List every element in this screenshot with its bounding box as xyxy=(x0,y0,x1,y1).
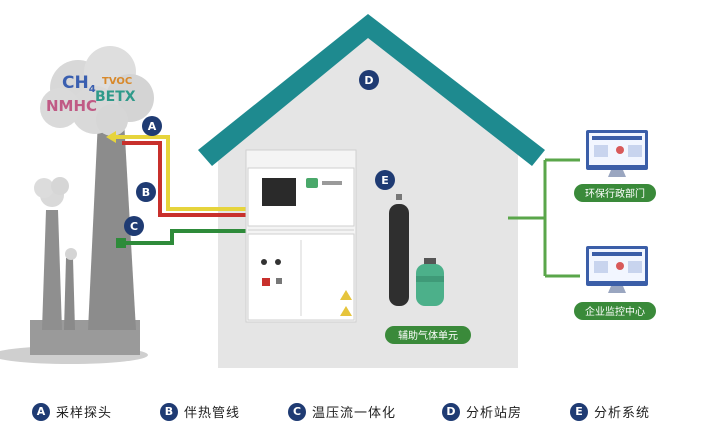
legend-label-e: 分析系统 xyxy=(594,406,651,421)
gas-betx-label: BETX xyxy=(95,89,136,105)
marker-e: E xyxy=(375,170,395,190)
flow-sensor xyxy=(116,238,126,248)
chimney-group xyxy=(0,46,154,364)
gas-ch4-label: CH4 xyxy=(62,73,96,95)
refrigerant-tank xyxy=(416,264,444,306)
smoke-cloud xyxy=(40,46,154,136)
probe-arrow xyxy=(106,131,116,143)
svg-text:E: E xyxy=(381,174,389,187)
svg-text:D: D xyxy=(364,74,373,87)
gas-nmhc-label: NMHC xyxy=(46,97,97,115)
monitor-enterprise-center xyxy=(586,246,648,293)
network-links xyxy=(508,158,580,278)
svg-text:B: B xyxy=(142,186,150,199)
analyzer-screen xyxy=(262,178,296,206)
marker-a: A xyxy=(142,116,162,136)
legend-item-e: E 分析系统 xyxy=(570,402,650,421)
aux-gas-unit-label: 辅助气体单元 xyxy=(398,329,458,342)
warning-sign xyxy=(340,290,352,300)
legend-item-b: B 伴热管线 xyxy=(160,402,240,421)
legend-label-a: 采样探头 xyxy=(56,406,113,421)
marker-b: B xyxy=(136,182,156,202)
legend-badge-c: C xyxy=(288,402,306,421)
aux-gas-cylinders xyxy=(389,194,444,306)
marker-d: D xyxy=(359,70,379,90)
legend-badge-e: E xyxy=(570,402,588,421)
env-dept-label: 环保行政部门 xyxy=(585,187,645,200)
main-chimney xyxy=(88,120,136,330)
legend-label-c: 温压流一体化 xyxy=(312,406,397,421)
small-chimney xyxy=(42,210,62,330)
legend-item-d: D 分析站房 xyxy=(442,402,522,421)
svg-text:A: A xyxy=(148,120,157,133)
red-heating-line xyxy=(122,141,252,217)
monitoring-diagram: CH4 TVOC BETX NMHC 辅助气体单元 xyxy=(0,14,656,368)
legend-badge-a: A xyxy=(32,402,50,421)
legend-label-d: 分析站房 xyxy=(466,406,523,421)
enterprise-center-badge xyxy=(574,302,656,320)
thin-chimney xyxy=(64,258,75,330)
green-line xyxy=(124,229,252,245)
monitor-env-dept xyxy=(586,130,648,177)
brand-logo xyxy=(306,178,318,188)
tall-gas-cylinder xyxy=(389,204,409,306)
legend-item-c: C 温压流一体化 xyxy=(288,402,396,421)
legend-item-a: A 采样探头 xyxy=(32,402,112,421)
aux-gas-unit-badge xyxy=(385,326,471,344)
marker-c: C xyxy=(124,216,144,236)
legend: A 采样探头 B 伴热管线 C 温压流一体化 D 分析站房 E 分析系统 xyxy=(0,396,707,428)
legend-badge-b: B xyxy=(160,402,178,421)
gas-tvoc-label: TVOC xyxy=(102,76,132,87)
env-dept-badge xyxy=(574,184,656,202)
analyzer-cabinet xyxy=(245,149,357,323)
enterprise-center-label: 企业监控中心 xyxy=(585,305,645,318)
yellow-line xyxy=(114,135,252,211)
pipelines xyxy=(114,135,252,245)
legend-badge-d: D xyxy=(442,402,460,421)
legend-label-b: 伴热管线 xyxy=(184,406,241,421)
svg-text:C: C xyxy=(130,220,138,233)
